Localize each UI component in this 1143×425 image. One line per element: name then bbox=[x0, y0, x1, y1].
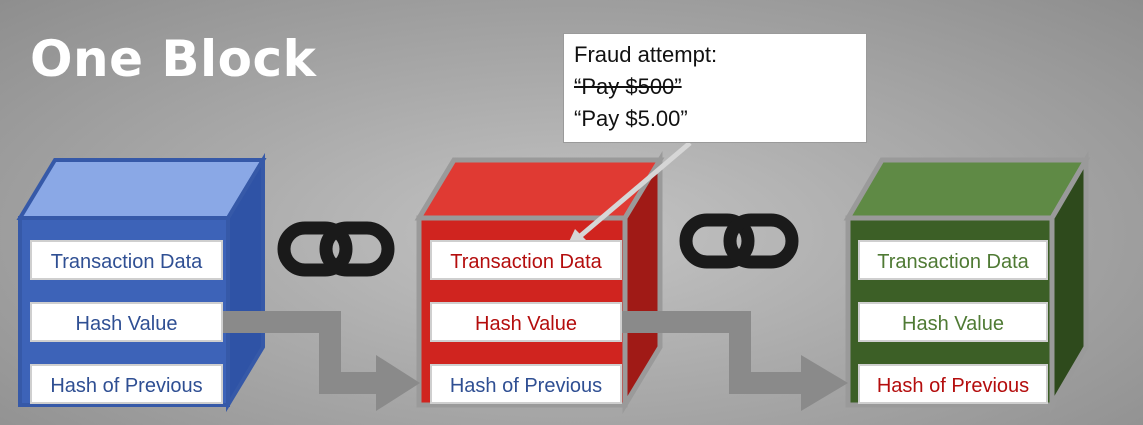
block-3-hash-value-label: Hash Value bbox=[858, 302, 1048, 342]
fraud-attempt-callout: Fraud attempt: “Pay $500” “Pay $5.00” bbox=[563, 33, 867, 143]
chain-link-icon-2 bbox=[679, 213, 799, 269]
block-1-transaction-data-label: Transaction Data bbox=[30, 240, 223, 280]
block-1-hash-value-label: Hash Value bbox=[30, 302, 223, 342]
block-2-hash-of-previous-label: Hash of Previous bbox=[430, 364, 622, 404]
callout-altered-text: “Pay $5.00” bbox=[574, 106, 688, 131]
callout-original-text: “Pay $500” bbox=[574, 74, 682, 99]
chain-link-icon-1 bbox=[277, 221, 395, 277]
block-2-hash-value-label: Hash Value bbox=[430, 302, 622, 342]
hash-flow-arrow-1 bbox=[215, 311, 420, 411]
slide-title: One Block bbox=[30, 30, 317, 88]
hash-flow-arrow-2 bbox=[615, 311, 848, 411]
block-2-transaction-data-label: Transaction Data bbox=[430, 240, 622, 280]
block-1-hash-of-previous-label: Hash of Previous bbox=[30, 364, 223, 404]
block-3-transaction-data-label: Transaction Data bbox=[858, 240, 1048, 280]
block-3-hash-of-previous-label: Hash of Previous bbox=[858, 364, 1048, 404]
callout-heading: Fraud attempt: bbox=[574, 42, 718, 67]
